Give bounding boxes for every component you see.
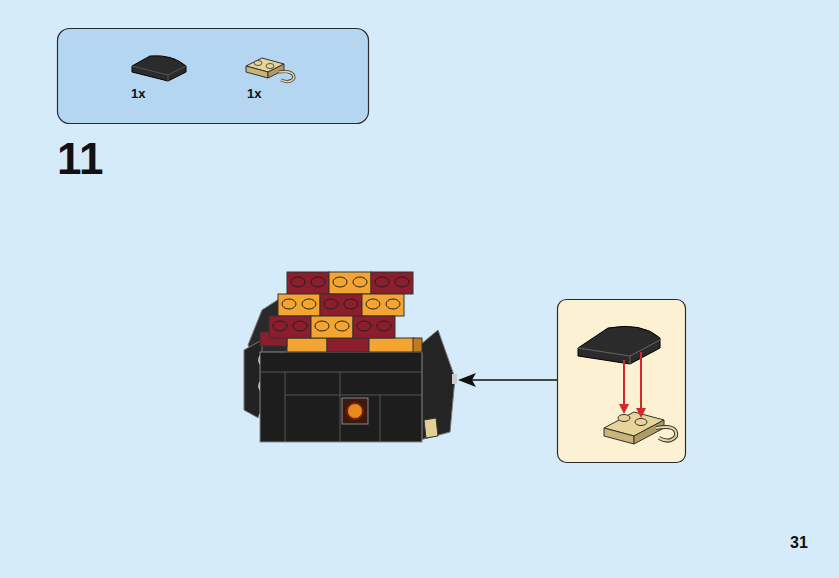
parts-list-box: 1x 1x <box>57 28 369 124</box>
brickheadz-model <box>244 292 457 442</box>
stud <box>366 299 380 309</box>
stud <box>273 321 287 331</box>
stud <box>291 277 305 287</box>
stud <box>375 277 389 287</box>
plate-tile <box>353 316 395 338</box>
parts-box <box>58 29 369 124</box>
plate-tile <box>320 294 362 316</box>
stud <box>324 299 338 309</box>
plate-tile <box>269 316 311 338</box>
stud <box>302 299 316 309</box>
stud <box>311 277 325 287</box>
stud <box>333 277 347 287</box>
plate-tile <box>311 316 353 338</box>
top-plates <box>269 272 422 352</box>
stud <box>282 299 296 309</box>
stud <box>293 321 307 331</box>
plate-tile <box>329 272 371 294</box>
quantity-label: 1x <box>131 86 145 101</box>
inset-parts <box>578 326 676 444</box>
quantity-label: 1x <box>247 86 261 101</box>
plate-tile <box>362 294 404 316</box>
page-number: 31 <box>790 535 808 551</box>
plate-tile <box>287 272 329 294</box>
stud <box>377 321 391 331</box>
stud <box>395 277 409 287</box>
inset-box <box>558 300 686 463</box>
stud <box>315 321 329 331</box>
plate-tile <box>278 294 320 316</box>
step-number: 11 <box>57 137 104 181</box>
stud <box>344 299 358 309</box>
stud <box>353 277 367 287</box>
placement-arrow <box>458 373 557 387</box>
stud <box>335 321 349 331</box>
stud <box>386 299 400 309</box>
plate-tile <box>371 272 413 294</box>
curved-slope-part <box>132 56 186 81</box>
stud <box>357 321 371 331</box>
clip-plate-part <box>246 58 294 82</box>
plate-edge <box>413 338 422 352</box>
